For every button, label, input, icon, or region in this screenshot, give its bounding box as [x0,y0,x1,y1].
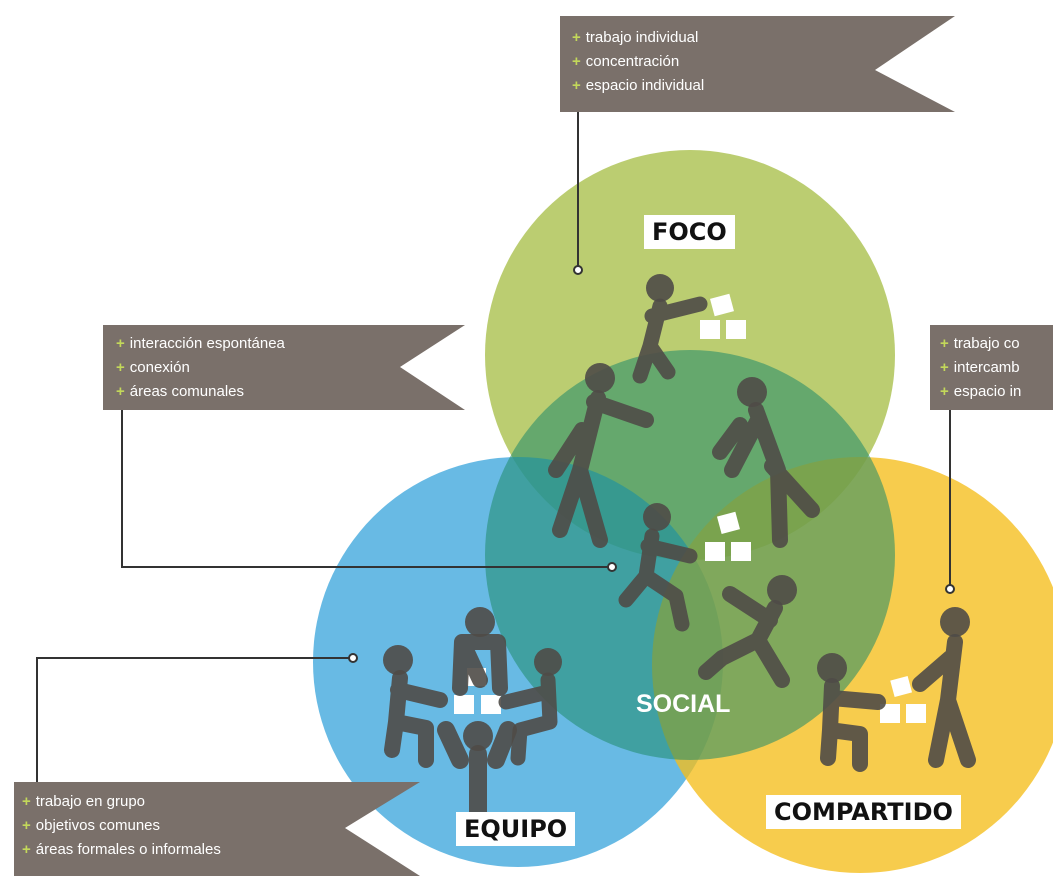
connector-dot-foco [573,265,583,275]
connector-dot-compartido [945,584,955,594]
blocks-icon-compartido [880,675,926,723]
person-icon-social-2 [712,377,820,548]
plus-icon: + [22,793,31,810]
banner-compartido-item: +trabajo co [940,335,1020,352]
people-figures [383,274,976,824]
plus-icon: + [22,841,31,858]
blocks-icon-social [705,511,751,561]
person-icon-foco [632,274,708,384]
connector-dot-social [607,562,617,572]
plus-icon: + [116,383,125,400]
plus-icon: + [940,359,949,376]
plus-icon: + [940,335,949,352]
banner-foco-item: +concentración [572,53,680,70]
connector-social [121,410,610,568]
banner-equipo-item: +objetivos comunes [22,817,160,834]
person-icon-social-3 [618,503,698,632]
banner-equipo-item: +áreas formales o informales [22,841,221,858]
connector-dot-equipo [348,653,358,663]
banner-foco [560,16,955,112]
person-icon-equipo-2 [452,607,508,696]
label-social: SOCIAL [636,690,731,718]
person-icon-equipo-3 [498,648,562,766]
person-icon-compartido-1 [817,653,886,772]
plus-icon: + [572,53,581,70]
banner-foco-list: +trabajo individual +concentración +espa… [572,26,832,98]
person-icon-compartido-2 [912,607,976,768]
banner-equipo [14,782,420,876]
plus-icon: + [572,77,581,94]
banner-social-item: +conexión [116,359,190,376]
connectors [36,112,951,782]
label-equipo: EQUIPO [456,812,576,846]
banner-equipo-item: +trabajo en grupo [22,793,146,810]
person-icon-social-1 [548,363,654,548]
label-foco: FOCO [644,215,735,249]
person-icon-equipo-1 [383,645,448,768]
plus-icon: + [572,29,581,46]
plus-icon: + [940,383,949,400]
connector-dots [348,265,955,663]
connector-equipo [36,657,352,782]
banner-social-item: +áreas comunales [116,383,244,400]
person-icon-social-4 [698,575,797,688]
blocks-icon-foco [700,293,746,339]
banner-foco-item: +trabajo individual [572,29,699,46]
banner-compartido-list: +trabajo co +intercamb +espacio in [940,332,1053,404]
banner-social-item: +interacción espontánea [116,335,285,352]
plus-icon: + [22,817,31,834]
plus-icon: + [116,359,125,376]
banner-compartido [930,325,1053,410]
banner-compartido-item: +espacio in [940,383,1022,400]
plus-icon: + [116,335,125,352]
banner-social [103,325,465,410]
banner-foco-item: +espacio individual [572,77,705,94]
person-icon-equipo-4 [437,721,517,824]
banner-equipo-list: +trabajo en grupo +objetivos comunes +ár… [22,790,322,862]
label-compartido: COMPARTIDO [766,795,961,829]
banner-compartido-item: +intercamb [940,359,1020,376]
banner-social-list: +interacción espontánea +conexión +áreas… [116,332,386,404]
